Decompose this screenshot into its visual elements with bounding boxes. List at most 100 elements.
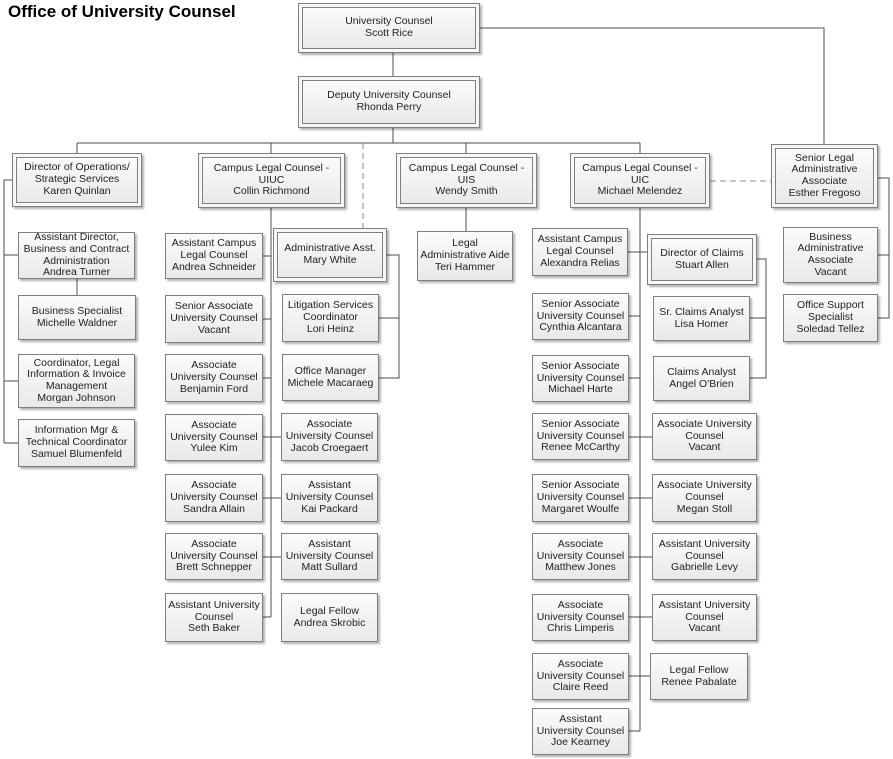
node-person: Lisa Homer: [674, 317, 729, 330]
node-person: Kai Packard: [301, 502, 358, 515]
node-person: Joe Kearney: [551, 736, 610, 749]
node-title: Associate University Counsel: [170, 359, 258, 384]
node-title: Assistant Campus Legal Counsel: [171, 237, 257, 262]
node-person: Sandra Allain: [183, 502, 245, 515]
node-person: Michael Melendez: [597, 185, 683, 198]
node-person: Rhonda Perry: [356, 101, 422, 113]
node-title: Assistant University Counsel: [285, 537, 374, 562]
node-person: Collin Richmond: [233, 185, 310, 198]
node-person: Alexandra Relias: [540, 256, 620, 269]
node-title: Associate University Counsel: [536, 657, 625, 682]
connector: [878, 177, 890, 319]
node-title: Senior Associate University Counsel: [536, 297, 625, 322]
node-title: Associate University Counsel: [170, 418, 258, 443]
node-person: Wendy Smith: [435, 185, 498, 198]
node-title: Business Administrative Associate: [797, 230, 864, 266]
node-person: Vacant: [198, 323, 230, 336]
node-title: Campus Legal Counsel - UIUC: [213, 161, 330, 186]
node-person: Claire Reed: [552, 681, 609, 694]
org-node-karen-quinlan: Director of Operations/ Strategic Servic…: [12, 153, 142, 207]
node-title: Assistant University Counsel: [168, 598, 260, 623]
node-person: Michael Harte: [548, 383, 613, 396]
node-person: Megan Stoll: [676, 502, 733, 515]
node-title: Associate University Counsel: [170, 479, 258, 504]
page-title: Office of University Counsel: [8, 2, 236, 21]
node-title: Senior Associate University Counsel: [170, 300, 258, 325]
node-person: Angel O'Brien: [669, 377, 734, 390]
node-person: Matthew Jones: [545, 561, 616, 574]
connector: [480, 27, 825, 144]
node-person: Seth Baker: [188, 622, 240, 635]
node-title: Senior Associate University Counsel: [536, 417, 625, 442]
node-title: Litigation Services Coordinator: [287, 299, 374, 324]
node-title: Information Mgr & Technical Coordinator: [25, 424, 128, 449]
node-person: Vacant: [688, 441, 721, 454]
node-person: Scott Rice: [365, 27, 413, 39]
node-title: Senior Legal Administrative Associate: [791, 151, 858, 187]
node-title: Office Manager: [294, 364, 367, 377]
node-person: Vacant: [814, 265, 847, 278]
node-title: Senior Associate University Counsel: [536, 359, 625, 384]
node-person: Morgan Johnson: [37, 391, 116, 404]
node-title: Office Support Specialist: [797, 299, 864, 324]
node-person: Brett Schnepper: [176, 561, 252, 574]
node-person: Jacob Croegaert: [290, 441, 369, 454]
node-person: Teri Hammer: [434, 260, 496, 273]
node-title: Assistant University Counsel: [658, 598, 751, 623]
node-title: Administrative Asst.: [284, 242, 376, 255]
node-title: Deputy University Counsel: [327, 89, 451, 102]
node-title: Director of Claims: [660, 246, 744, 259]
node-person: Michelle Waldner: [36, 316, 118, 329]
node-person: Esther Fregoso: [788, 186, 861, 199]
node-person: Yulee Kim: [190, 442, 238, 455]
node-person: Michele Macaraeg: [287, 376, 374, 389]
node-person: Vacant: [688, 622, 721, 635]
node-title: Associate University Counsel: [536, 537, 625, 562]
connector: [3, 179, 12, 443]
node-title: Associate University Counsel: [657, 417, 752, 442]
node-person: Renee McCarthy: [541, 441, 620, 454]
node-person: Renee Pabalate: [661, 675, 737, 688]
node-title: Campus Legal Counsel - UIS: [408, 161, 525, 186]
node-title: Claims Analyst: [667, 365, 736, 378]
node-title: Sr. Claims Analyst: [659, 305, 744, 318]
node-title: University Counsel: [345, 15, 433, 28]
node-title: Assistant Director, Business and Contrac…: [23, 233, 130, 267]
node-person: Andrea Skrobic: [293, 616, 366, 629]
node-title: Assistant University Counsel: [658, 537, 751, 562]
node-title: Assistant University Counsel: [285, 479, 374, 504]
node-title: Director of Operations/ Strategic Servic…: [24, 161, 130, 186]
node-person: Matt Sullard: [301, 561, 358, 574]
node-title: Associate University Counsel: [170, 537, 258, 562]
node-person: Mary White: [303, 254, 357, 266]
node-title: Senior Associate University Counsel: [536, 479, 625, 504]
